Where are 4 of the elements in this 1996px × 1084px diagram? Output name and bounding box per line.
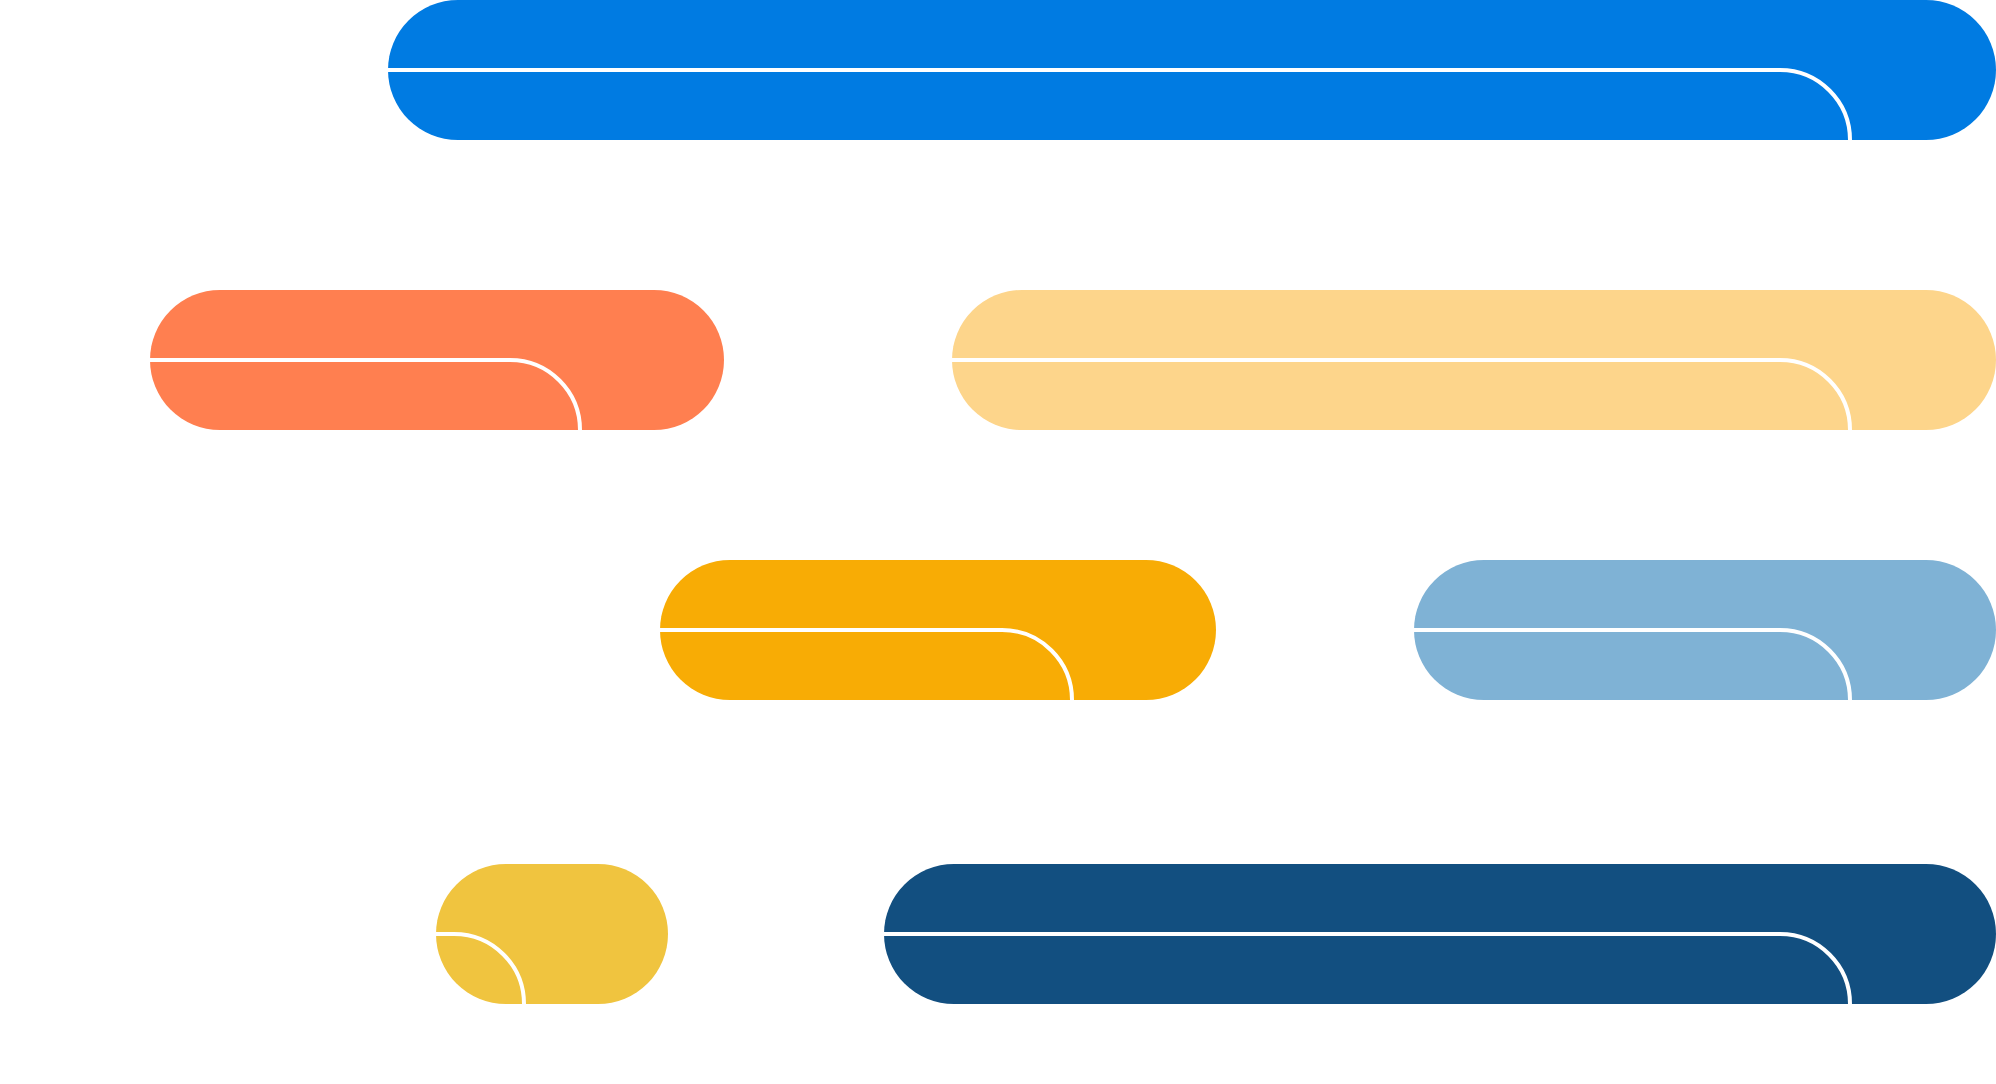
rounded-bar xyxy=(952,290,1996,430)
rounded-bar xyxy=(1414,560,1996,700)
rounded-bar xyxy=(388,0,1996,140)
rounded-bar xyxy=(884,864,1996,1004)
